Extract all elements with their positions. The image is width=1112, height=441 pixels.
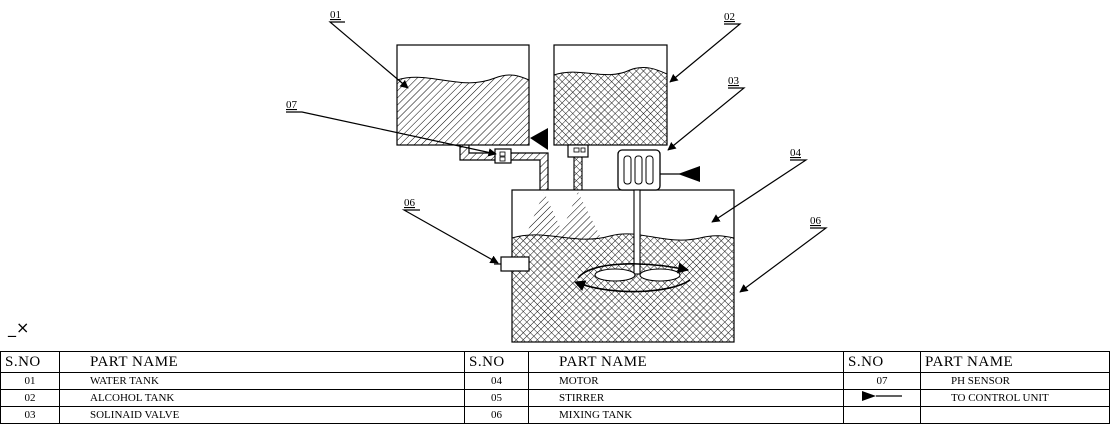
label-03: 03 [728,75,740,87]
header-sno-3: S.NO [843,351,921,373]
cell-sno: 04 [464,372,529,390]
table-row: 01 WATER TANK 04 MOTOR 07 PH SENSOR [0,372,1110,390]
control-signal-arrow-valve [530,128,548,150]
label-01: 01 [330,9,341,21]
corner-mark: _× [8,318,30,337]
cell-partname: TO CONTROL UNIT [920,389,1110,407]
table-row: 03 SOLINAID VALVE 06 MIXING TANK [0,406,1110,424]
cell-partname: MOTOR [528,372,844,390]
leader-lines [286,21,828,293]
cell-sno: 05 [464,389,529,407]
control-signal-arrow-motor [678,166,700,182]
cell-arrow-symbol [843,389,921,407]
header-partname-2: PART NAME [528,351,844,373]
solenoid-valve-1 [494,148,512,164]
label-07: 07 [286,99,298,111]
parts-table: S.NO PART NAME S.NO PART NAME S.NO PART … [0,351,1110,424]
cell-sno: 06 [464,406,529,424]
ph-sensor [494,256,530,272]
cell-partname: ALCOHOL TANK [59,389,465,407]
spray-cone-right [558,192,602,240]
cell-sno: 01 [0,372,60,390]
header-partname-3: PART NAME [920,351,1110,373]
cell-sno [843,406,921,424]
spray-cone-left [524,192,566,240]
label-06-sensor: 06 [404,197,416,209]
motor [617,149,661,191]
control-unit-arrow-icon [862,391,902,401]
stirrer [573,189,691,293]
table-header-row: S.NO PART NAME S.NO PART NAME S.NO PART … [0,351,1110,373]
label-04: 04 [790,147,802,159]
header-sno-2: S.NO [464,351,529,373]
water-tank [396,44,530,146]
cell-partname: STIRRER [528,389,844,407]
cell-sno: 07 [843,372,921,390]
process-diagram: 01 02 03 04 07 06 06 [286,9,828,343]
label-02: 02 [724,11,735,23]
header-partname-1: PART NAME [59,351,465,373]
solenoid-valve-2 [567,144,589,158]
header-sno-1: S.NO [0,351,60,373]
cell-partname: MIXING TANK [528,406,844,424]
cell-partname: WATER TANK [59,372,465,390]
cell-partname: PH SENSOR [920,372,1110,390]
cell-sno: 02 [0,389,60,407]
cell-partname [920,406,1110,424]
table-row: 02 ALCOHOL TANK 05 STIRRER TO CONTROL UN… [0,389,1110,407]
alcohol-tank [553,44,668,146]
label-06-tank: 06 [810,215,822,227]
cell-partname: SOLINAID VALVE [59,406,465,424]
cell-sno: 03 [0,406,60,424]
